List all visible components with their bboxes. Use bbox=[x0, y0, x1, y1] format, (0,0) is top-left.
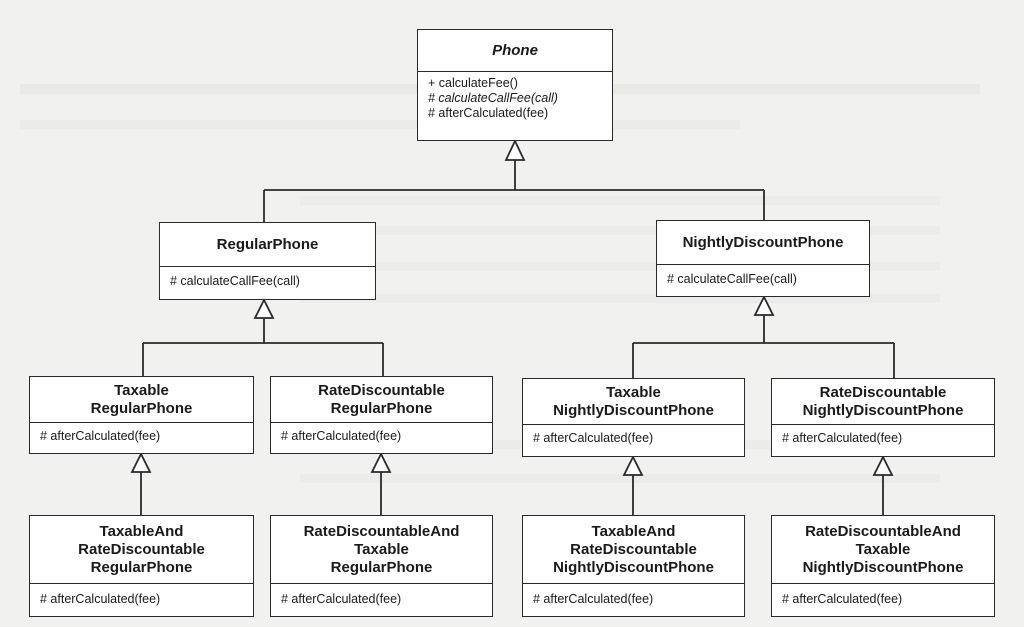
class-rate-discountable-nightly-discount-phone: RateDiscountable NightlyDiscountPhone # … bbox=[771, 378, 995, 457]
class-name: RateDiscountableAnd Taxable NightlyDisco… bbox=[772, 516, 994, 584]
class-name: RateDiscountable NightlyDiscountPhone bbox=[772, 379, 994, 425]
class-rate-discountable-regular-phone: RateDiscountable RegularPhone # afterCal… bbox=[270, 376, 493, 454]
operation: # calculateCallFee(call) bbox=[428, 91, 558, 105]
class-operations: # afterCalculated(fee) bbox=[30, 584, 253, 607]
operation: # calculateCallFee(call) bbox=[170, 274, 300, 288]
class-regular-phone: RegularPhone # calculateCallFee(call) bbox=[159, 222, 376, 300]
class-name: Phone bbox=[418, 30, 612, 72]
class-operations: # afterCalculated(fee) bbox=[271, 423, 492, 444]
class-operations: # calculateCallFee(call) bbox=[160, 267, 375, 289]
class-taxable-regular-phone: Taxable RegularPhone # afterCalculated(f… bbox=[29, 376, 254, 454]
class-name: Taxable NightlyDiscountPhone bbox=[523, 379, 744, 425]
operation: # calculateCallFee(call) bbox=[667, 272, 797, 286]
class-name: RateDiscountable RegularPhone bbox=[271, 377, 492, 423]
class-operations: # afterCalculated(fee) bbox=[772, 425, 994, 446]
class-operations: # calculateCallFee(call) bbox=[657, 265, 869, 287]
operation: # afterCalculated(fee) bbox=[40, 592, 161, 606]
class-rate-discountable-and-taxable-regular-phone: RateDiscountableAnd Taxable RegularPhone… bbox=[270, 515, 493, 617]
generalization-arrow bbox=[753, 294, 775, 316]
class-name: Taxable RegularPhone bbox=[30, 377, 253, 423]
class-name: RegularPhone bbox=[160, 223, 375, 267]
class-name: TaxableAnd RateDiscountable RegularPhone bbox=[30, 516, 253, 584]
class-name: RateDiscountableAnd Taxable RegularPhone bbox=[271, 516, 492, 584]
generalization-arrow bbox=[130, 451, 152, 473]
operation: + calculateFee() bbox=[428, 76, 518, 90]
class-nightly-discount-phone: NightlyDiscountPhone # calculateCallFee(… bbox=[656, 220, 870, 297]
class-operations: + calculateFee() # calculateCallFee(call… bbox=[418, 72, 612, 121]
class-operations: # afterCalculated(fee) bbox=[271, 584, 492, 607]
generalization-arrow bbox=[872, 454, 894, 476]
operation: # afterCalculated(fee) bbox=[533, 592, 654, 606]
class-name: NightlyDiscountPhone bbox=[657, 221, 869, 265]
class-name: TaxableAnd RateDiscountable NightlyDisco… bbox=[523, 516, 744, 584]
class-phone: Phone + calculateFee() # calculateCallFe… bbox=[417, 29, 613, 141]
generalization-arrow bbox=[622, 454, 644, 476]
class-taxable-and-rate-discountable-nightly-discount-phone: TaxableAnd RateDiscountable NightlyDisco… bbox=[522, 515, 745, 617]
class-taxable-and-rate-discountable-regular-phone: TaxableAnd RateDiscountable RegularPhone… bbox=[29, 515, 254, 617]
operation: # afterCalculated(fee) bbox=[782, 592, 903, 606]
class-operations: # afterCalculated(fee) bbox=[523, 425, 744, 446]
class-operations: # afterCalculated(fee) bbox=[523, 584, 744, 607]
generalization-arrow bbox=[370, 451, 392, 473]
class-operations: # afterCalculated(fee) bbox=[30, 423, 253, 444]
class-taxable-nightly-discount-phone: Taxable NightlyDiscountPhone # afterCalc… bbox=[522, 378, 745, 457]
class-rate-discountable-and-taxable-nightly-discount-phone: RateDiscountableAnd Taxable NightlyDisco… bbox=[771, 515, 995, 617]
operation: # afterCalculated(fee) bbox=[40, 429, 161, 443]
generalization-arrow bbox=[253, 297, 275, 319]
operation: # afterCalculated(fee) bbox=[281, 592, 402, 606]
generalization-arrow bbox=[504, 138, 526, 161]
operation: # afterCalculated(fee) bbox=[281, 429, 402, 443]
operation: # afterCalculated(fee) bbox=[428, 106, 549, 120]
operation: # afterCalculated(fee) bbox=[533, 431, 654, 445]
operation: # afterCalculated(fee) bbox=[782, 431, 903, 445]
class-operations: # afterCalculated(fee) bbox=[772, 584, 994, 607]
